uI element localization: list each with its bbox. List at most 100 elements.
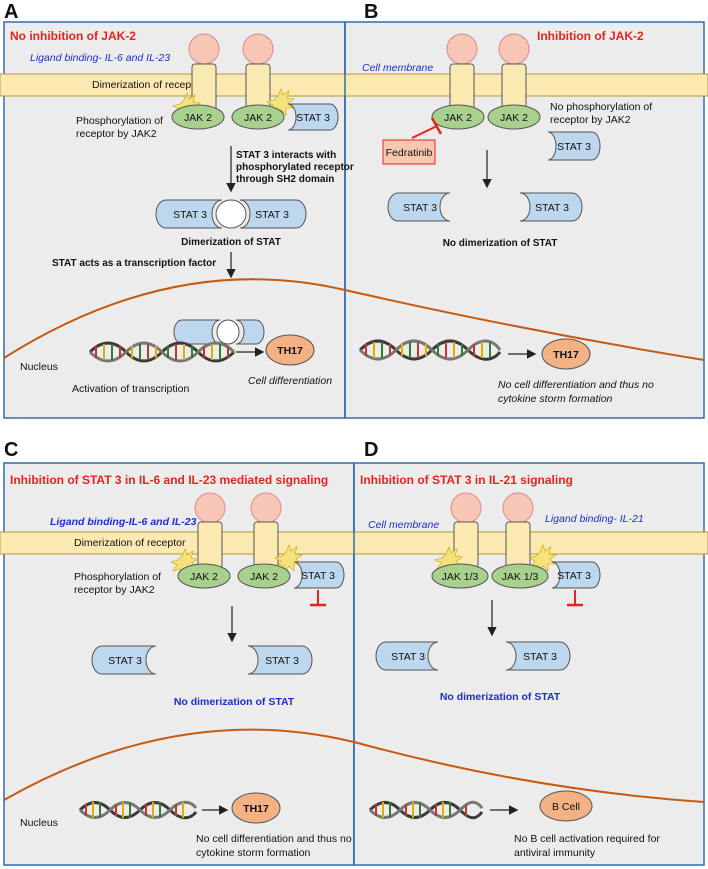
panel-a-title: No inhibition of JAK-2 [10, 29, 136, 43]
cell-diff-text: Cell differentiation [248, 375, 332, 387]
phospho-burst-icon [274, 544, 303, 573]
activation-text: Activation of transcription [72, 383, 189, 395]
outcome-d-2: antiviral immunity [514, 847, 596, 859]
jak-left-c [177, 563, 231, 589]
outcome-b-2: cytokine storm formation [498, 393, 613, 405]
dimer-left-label: STAT 3 [173, 209, 207, 221]
fedratinib-box [382, 139, 436, 165]
jak-left-d-label: JAK 1/3 [442, 571, 479, 583]
outcome-d-1: No B cell activation required for [514, 833, 660, 845]
stat3-right-c [247, 645, 313, 675]
panel-a-ligand: Ligand binding- IL-6 and IL-23 [30, 52, 170, 64]
outcome-c-1: No cell differentiation and thus no [196, 833, 352, 845]
fedratinib-label: Fedratinib [386, 147, 433, 159]
phospho-text-c-1: Phosphorylation of [74, 571, 161, 583]
dna-helix-icon [368, 800, 484, 820]
th17-label-a: TH17 [277, 345, 303, 357]
th17-cell-c [231, 792, 281, 824]
stat3-dimer-a [155, 199, 307, 229]
panel-letter-d: D [364, 439, 378, 461]
no-phospho-b-2: receptor by JAK2 [550, 114, 631, 126]
stat3-side-d-label: STAT 3 [557, 570, 591, 582]
stat3-side-a [287, 103, 339, 131]
stat3-side-a-label: STAT 3 [296, 112, 330, 124]
panel-d-title: Inhibition of STAT 3 in IL-21 signaling [360, 473, 573, 487]
panel-letter-b: B [364, 1, 378, 23]
jak-right-d [491, 563, 549, 589]
inhibition-icon [567, 590, 583, 607]
stat3-left-c-label: STAT 3 [108, 655, 142, 667]
nucleus-label-c: Nucleus [20, 817, 58, 829]
panel-c-receptor-label: Dimerization of receptor [74, 537, 186, 549]
panel-a-receptor-label: Dimerization of receptor [92, 79, 204, 91]
jak-left-b [431, 104, 485, 130]
dna-helix-icon [78, 800, 198, 820]
panel-b-title: Inhibition of JAK-2 [537, 29, 644, 43]
jak-right-b-label: JAK 2 [500, 112, 528, 124]
stat3-side-b-label: STAT 3 [557, 141, 591, 153]
dna-helix-icon [358, 339, 502, 361]
panel-b-membrane-label: Cell membrane [362, 62, 433, 74]
b-cell-label: B Cell [552, 801, 580, 813]
interact-text-1: STAT 3 interacts with [236, 150, 336, 161]
interact-text-2: phosphorylated receptor [236, 162, 354, 173]
cell-membrane-top [0, 73, 708, 97]
stat3-dimer-nucleus-a [173, 319, 265, 345]
stat3-left-b [387, 192, 451, 222]
b-cell [539, 790, 593, 822]
th17-cell-a [265, 334, 315, 366]
dimer-caption: Dimerization of STAT [181, 237, 281, 248]
inhibition-icon [411, 125, 438, 139]
jak-left-c-label: JAK 2 [190, 571, 218, 583]
jak-left-d [431, 563, 489, 589]
stat3-left-d [375, 641, 439, 671]
panel-a-receptors [188, 33, 274, 111]
stat3-right-d [505, 641, 571, 671]
stat3-right-c-label: STAT 3 [265, 655, 299, 667]
stat3-side-c [293, 561, 345, 589]
stat3-side-d [551, 561, 601, 589]
panel-letter-c: C [4, 439, 18, 461]
outcome-c-2: cytokine storm formation [196, 847, 311, 859]
jak-right-c-label: JAK 2 [250, 571, 278, 583]
phospho-text-a-2: receptor by JAK2 [76, 128, 157, 140]
transcription-factor-text: STAT acts as a transcription factor [52, 258, 216, 269]
stat3-right-b [519, 192, 583, 222]
no-phospho-b-1: No phosphorylation of [550, 101, 652, 113]
phospho-text-a-1: Phosphorylation of [76, 115, 163, 127]
stat3-left-c [91, 645, 157, 675]
dna-helix-icon [88, 341, 236, 363]
stat3-right-b-label: STAT 3 [535, 202, 569, 214]
inhibition-icon [310, 590, 326, 607]
interact-text-3: through SH2 domain [236, 174, 334, 185]
jak-right-d-label: JAK 1/3 [502, 571, 539, 583]
phospho-text-c-2: receptor by JAK2 [74, 584, 155, 596]
no-dimer-b: No dimerization of STAT [443, 238, 558, 249]
stat3-left-b-label: STAT 3 [403, 202, 437, 214]
nucleus-envelope-bottom [3, 728, 705, 803]
nucleus-label-a: Nucleus [20, 361, 58, 373]
panel-d-membrane-label: Cell membrane [368, 519, 439, 531]
jak-left-a-label: JAK 2 [184, 112, 212, 124]
panel-d-receptors [450, 492, 534, 569]
th17-label-b: TH17 [553, 349, 579, 361]
stat3-side-c-label: STAT 3 [301, 570, 335, 582]
panel-d-ligand: Ligand binding- IL-21 [545, 513, 644, 525]
nucleus-envelope-top [3, 278, 705, 361]
panel-b-receptors [446, 33, 530, 111]
phospho-burst-icon [528, 544, 557, 573]
panel-c-receptors [194, 492, 282, 569]
jak-right-a [231, 104, 285, 130]
th17-label-c: TH17 [243, 803, 269, 815]
stat3-right-d-label: STAT 3 [523, 651, 557, 663]
dimer-right-label: STAT 3 [255, 209, 289, 221]
no-dimer-c: No dimerization of STAT [174, 696, 295, 708]
jak-right-b [487, 104, 541, 130]
outcome-b-1: No cell differentiation and thus no [498, 379, 654, 391]
jak-left-a [171, 104, 225, 130]
jak-right-c [237, 563, 291, 589]
panel-c-ligand: Ligand binding-IL-6 and IL-23 [50, 516, 197, 528]
jak-left-b-label: JAK 2 [444, 112, 472, 124]
th17-cell-b [541, 338, 591, 370]
